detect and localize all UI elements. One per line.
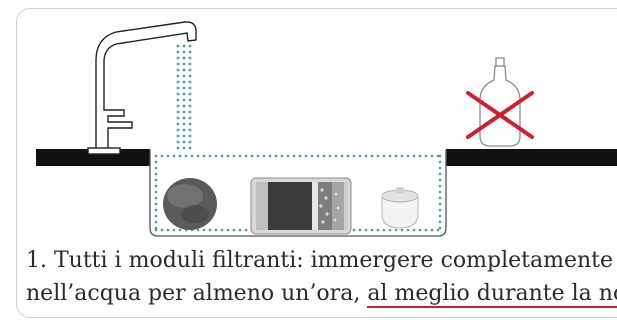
round-filter-disc-icon bbox=[163, 178, 217, 230]
caption-text-2: nell’acqua per almeno un’ora, bbox=[26, 281, 368, 306]
right-countertop bbox=[446, 149, 617, 166]
faucet-icon bbox=[87, 21, 197, 155]
highlighted-text: al meglio durante la nott bbox=[367, 281, 617, 308]
caption-line-2: nell’acqua per almeno un’ora, al meglio … bbox=[26, 277, 617, 310]
instruction-illustration bbox=[36, 21, 617, 237]
instruction-caption: 1. Tutti i moduli filtranti: immergere c… bbox=[26, 244, 617, 310]
detergent-bottle-icon bbox=[479, 57, 521, 147]
red-cross-icon bbox=[466, 91, 534, 139]
left-countertop bbox=[36, 149, 150, 166]
small-filter-cap-icon bbox=[381, 187, 419, 229]
water-stream-icon bbox=[176, 44, 192, 150]
step-number: 1. bbox=[26, 248, 47, 273]
caption-text-1: Tutti i moduli filtranti: immergere comp… bbox=[54, 248, 614, 273]
filter-cartridge-icon bbox=[250, 177, 352, 235]
caption-line-1: 1. Tutti i moduli filtranti: immergere c… bbox=[26, 244, 617, 277]
water-basin-icon bbox=[149, 150, 447, 237]
